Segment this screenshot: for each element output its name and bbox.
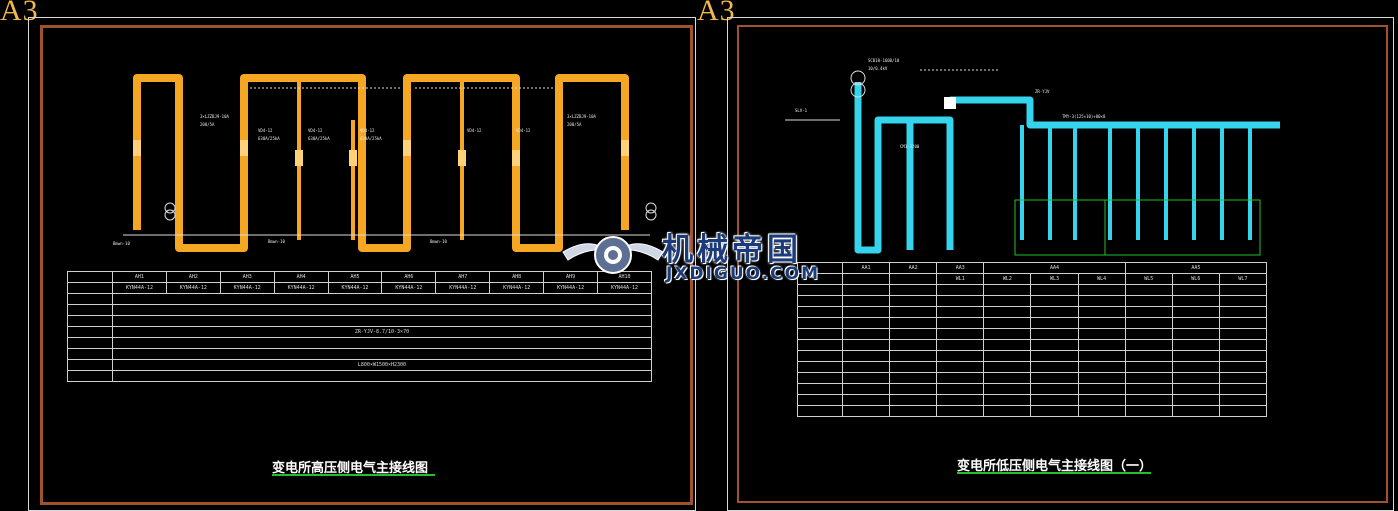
svg-text:3×LZZBJ9-10A: 3×LZZBJ9-10A xyxy=(200,114,229,119)
table-row xyxy=(67,370,652,382)
model-cell: KYN44A-12 xyxy=(219,282,275,294)
cabinet-cell: AH1 xyxy=(112,271,167,283)
table-row xyxy=(67,348,652,360)
left-drawing-title: 变电所高压侧电气主接线图 xyxy=(272,461,429,476)
cable-cell: ZR-YJV-8.7/10-3×70 xyxy=(112,326,652,338)
svg-text:3×LZZBJ9-10A: 3×LZZBJ9-10A xyxy=(567,114,596,119)
watermark-cn: 机械帝国 xyxy=(662,232,802,268)
svg-text:10/0.4kV: 10/0.4kV xyxy=(868,66,888,71)
cabinet-cell: AH5 xyxy=(327,271,383,283)
model-cell: KYN44A-12 xyxy=(112,282,167,294)
sheet-size-label-left: A3 xyxy=(0,0,39,27)
feeder-cell: WL6 xyxy=(1171,273,1220,285)
lv-schedule-table: AA1 AA2 AA3 AA4 AA5 WL1 WL2 WL3 WL4 WL5 … xyxy=(797,262,1268,417)
table-row xyxy=(797,328,1268,340)
gear-logo-icon xyxy=(562,236,664,274)
hv-schedule-table: AH1 AH2 AH3 AH4 AH5 AH6 AH7 AH8 AH9 AH10… xyxy=(67,271,652,382)
svg-text:VD4-12: VD4-12 xyxy=(516,128,531,133)
cabinet-cell: AA1 xyxy=(841,262,891,274)
model-cell: KYN44A-12 xyxy=(381,282,437,294)
svg-text:SLV-1: SLV-1 xyxy=(795,108,808,113)
cabinet-cell: AA2 xyxy=(889,262,938,274)
cabinet-cell: AA5 xyxy=(1124,262,1268,274)
right-drawing-title: 变电所低压侧电气主接线图（一） xyxy=(957,459,1153,474)
table-row xyxy=(797,350,1268,362)
svg-text:VD4-12: VD4-12 xyxy=(467,128,482,133)
right-drawing-frame xyxy=(737,25,1388,503)
model-cell: KYN44A-12 xyxy=(327,282,383,294)
svg-text:Bmwn-10: Bmwn-10 xyxy=(268,239,285,244)
table-row xyxy=(67,315,652,327)
feeder-cell: WL7 xyxy=(1218,273,1268,285)
cabinet-cell: AH6 xyxy=(381,271,437,283)
table-row xyxy=(797,295,1268,307)
feeder-cell: WL3 xyxy=(1030,273,1079,285)
table-row xyxy=(67,304,652,316)
table-row xyxy=(797,394,1268,406)
svg-text:TMY-3(125×10)+80×8: TMY-3(125×10)+80×8 xyxy=(1062,114,1106,119)
svg-text:630A/25kA: 630A/25kA xyxy=(258,136,280,141)
feeder-cell: WL1 xyxy=(936,273,985,285)
lv-single-line-diagram: SCB10-1600/10 10/0.4kV ZR-YJV TMY-3(125×10… xyxy=(785,58,1280,256)
table-row xyxy=(797,317,1268,329)
table-row: ZR-YJV-8.7/10-3×70 xyxy=(67,326,652,338)
svg-text:630A/25kA: 630A/25kA xyxy=(360,136,382,141)
size-cell: L800×W1500×H2300 xyxy=(112,359,652,371)
table-row xyxy=(797,383,1268,395)
svg-text:VD4-12: VD4-12 xyxy=(308,128,323,133)
table-row xyxy=(797,405,1268,417)
table-row: L800×W1500×H2300 xyxy=(67,359,652,371)
svg-text:200/5A: 200/5A xyxy=(567,122,582,127)
watermark-en: JXDIGUO.COM xyxy=(666,264,821,284)
feeder-cell: WL4 xyxy=(1077,273,1126,285)
svg-text:ZR-YJV: ZR-YJV xyxy=(1035,89,1050,94)
svg-text:VD4-12: VD4-12 xyxy=(258,128,273,133)
table-row: WL1 WL2 WL3 WL4 WL5 WL6 WL7 xyxy=(797,273,1268,285)
cabinet-cell: AH4 xyxy=(273,271,329,283)
table-row xyxy=(797,361,1268,373)
cabinet-cell: AA3 xyxy=(936,262,985,274)
model-cell: KYN44A-12 xyxy=(489,282,545,294)
table-row: KYN44A-12 KYN44A-12 KYN44A-12 KYN44A-12 … xyxy=(67,282,652,294)
feeder-cell: WL2 xyxy=(983,273,1032,285)
transformer-icon xyxy=(850,70,866,86)
table-row xyxy=(797,306,1268,318)
table-row: AH1 AH2 AH3 AH4 AH5 AH6 AH7 AH8 AH9 AH10 xyxy=(67,271,652,283)
table-row xyxy=(67,293,652,305)
sheet-size-label-right: A3 xyxy=(697,0,736,27)
cabinet-cell: AH3 xyxy=(219,271,275,283)
svg-text:SCB10-1600/10: SCB10-1600/10 xyxy=(868,58,900,63)
model-cell: KYN44A-12 xyxy=(435,282,491,294)
hv-single-line-diagram: 3×LZZBJ9-10A 200/5A VD4-12 630A/25kA VD4-1… xyxy=(113,74,657,252)
svg-text:VD4-12: VD4-12 xyxy=(360,128,375,133)
right-title-underline xyxy=(957,472,1151,474)
watermark-logo: 机械帝国 JXDIGUO.COM xyxy=(558,222,848,292)
svg-text:CM1-3200: CM1-3200 xyxy=(900,144,920,149)
svg-text:200/5A: 200/5A xyxy=(200,122,215,127)
cabinet-cell: AH8 xyxy=(489,271,545,283)
cabinet-cell: AH7 xyxy=(435,271,491,283)
left-drawing-frame xyxy=(40,25,693,505)
table-row: AA1 AA2 AA3 AA4 AA5 xyxy=(797,262,1268,274)
svg-text:630A/25kA: 630A/25kA xyxy=(308,136,330,141)
left-title-underline xyxy=(272,474,435,476)
svg-text:Bmwn-10: Bmwn-10 xyxy=(430,239,447,244)
model-cell: KYN44A-12 xyxy=(273,282,329,294)
cabinet-cell: AA4 xyxy=(983,262,1126,274)
table-row xyxy=(67,337,652,349)
cabinet-cell: AH10 xyxy=(597,271,652,283)
svg-text:Bmwn-10: Bmwn-10 xyxy=(113,241,130,246)
table-row xyxy=(797,372,1268,384)
table-row xyxy=(797,284,1268,296)
feeder-cell: WL5 xyxy=(1124,273,1173,285)
table-row xyxy=(797,339,1268,351)
cabinet-cell: AH2 xyxy=(165,271,221,283)
model-cell: KYN44A-12 xyxy=(165,282,221,294)
